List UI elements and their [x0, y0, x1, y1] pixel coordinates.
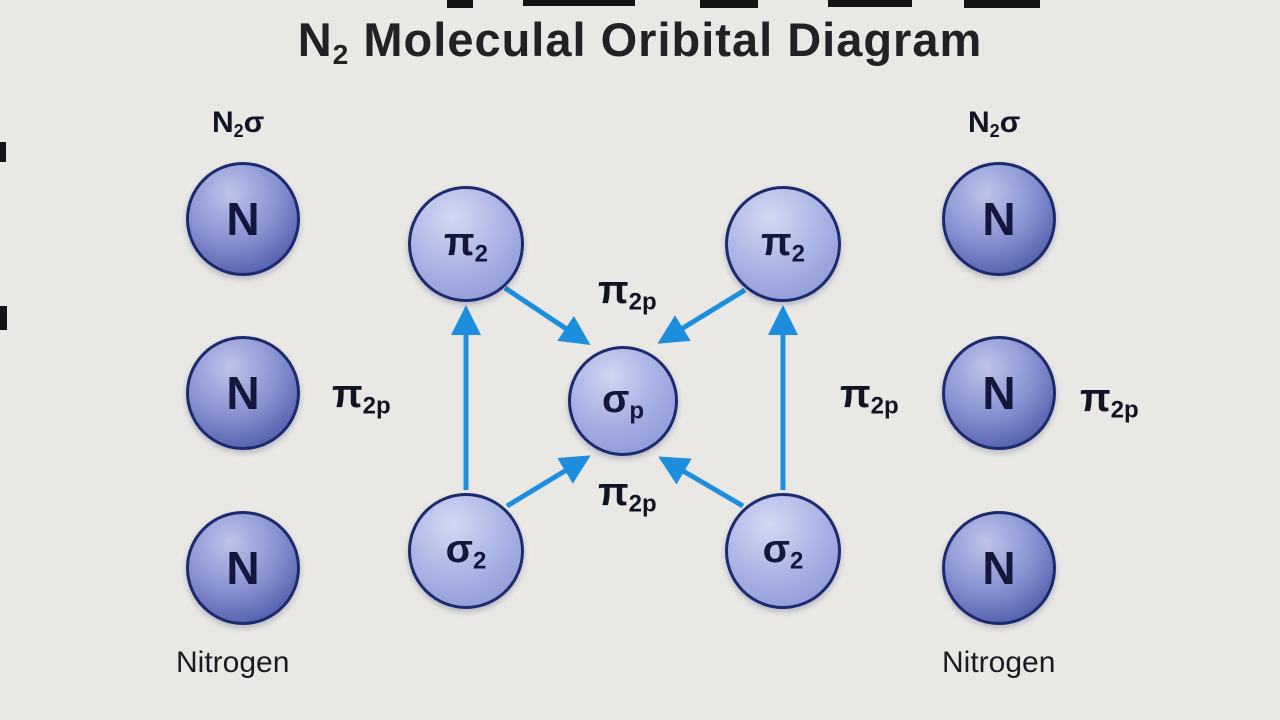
- label-tail: σ: [243, 106, 265, 139]
- atom-symbol: N: [982, 367, 1016, 419]
- label-tail: σ: [999, 106, 1021, 139]
- center-pi2p-top-label: π2p: [598, 268, 657, 317]
- right-orbital-label: N2σ: [968, 106, 1020, 142]
- label-base: N: [212, 106, 234, 139]
- label-subscript: 2p: [628, 288, 657, 316]
- label-base: π: [761, 219, 792, 264]
- left-pi2p-label: π2p: [332, 372, 391, 421]
- right-pi2p-label-inner: π2p: [840, 372, 899, 421]
- atom-circle-right-bottom: N: [942, 511, 1056, 625]
- label-base: σ: [762, 526, 790, 571]
- arrow-sigma-right-to-sigma: [658, 456, 745, 509]
- label-base: σ: [445, 526, 473, 571]
- title-base: N: [297, 13, 333, 66]
- atom-symbol: N: [226, 542, 260, 594]
- label-subscript: 2: [233, 121, 244, 142]
- label-base: π: [332, 372, 363, 416]
- mo-circle-sigma-center: σp: [568, 346, 678, 456]
- label-subscript: 2: [790, 547, 804, 575]
- arrow-sigma-left-to-sigma: [505, 455, 591, 509]
- atom-symbol: N: [982, 193, 1016, 245]
- atom-symbol: N: [982, 542, 1016, 594]
- label-subscript: 2: [989, 121, 1000, 142]
- arrow-pi-left-to-sigma: [503, 285, 591, 345]
- atom-circle-left-bottom: N: [186, 511, 300, 625]
- title-subscript: 2: [332, 37, 350, 70]
- label-base: π: [444, 219, 475, 264]
- atom-circle-right-top: N: [942, 162, 1056, 276]
- mo-symbol: π2: [444, 220, 488, 269]
- top-crop-artifact: [523, 0, 635, 6]
- label-base: π: [840, 372, 871, 416]
- mo-symbol: π2: [761, 220, 805, 269]
- label-base: π: [598, 470, 629, 514]
- mo-circle-pi-left: π2: [408, 186, 524, 302]
- mo-circle-sigma-right: σ2: [725, 493, 841, 609]
- mo-circle-pi-right: π2: [725, 186, 841, 302]
- mo-circle-sigma-left: σ2: [408, 493, 524, 609]
- label-subscript: p: [629, 397, 645, 425]
- label-subscript: 2: [473, 547, 487, 575]
- mo-symbol: σp: [602, 377, 644, 426]
- label-subscript: 2p: [1110, 396, 1139, 424]
- arrow-pi-right-to-sigma: [657, 287, 747, 344]
- right-caption: Nitrogen: [942, 646, 1056, 679]
- atom-symbol: N: [226, 193, 260, 245]
- atom-circle-left-middle: N: [186, 336, 300, 450]
- label-base: π: [1080, 376, 1111, 420]
- atom-circle-right-middle: N: [942, 336, 1056, 450]
- label-subscript: 2p: [362, 392, 391, 420]
- label-subscript: 2: [474, 240, 488, 268]
- mo-symbol: σ2: [446, 527, 487, 576]
- top-crop-artifact: [964, 0, 1040, 8]
- left-orbital-label: N2σ: [212, 106, 264, 142]
- center-pi2p-bottom-label: π2p: [598, 470, 657, 519]
- label-subscript: 2: [791, 240, 805, 268]
- right-pi2p-label-outer: π2p: [1080, 376, 1139, 425]
- atom-symbol: N: [226, 367, 260, 419]
- label-subscript: 2p: [870, 392, 899, 420]
- title-rest: Moleculal Oribital Diagram: [349, 13, 983, 66]
- label-base: σ: [601, 376, 630, 421]
- label-base: π: [598, 268, 629, 312]
- edge-artifact: [0, 306, 7, 330]
- left-caption: Nitrogen: [176, 646, 290, 679]
- page-title: N2 Moleculal Oribital Diagram: [0, 12, 1280, 71]
- top-crop-artifact: [828, 0, 912, 7]
- top-crop-artifact: [447, 0, 473, 8]
- mo-symbol: σ2: [763, 527, 804, 576]
- edge-artifact: [0, 142, 6, 162]
- label-subscript: 2p: [628, 490, 657, 518]
- atom-circle-left-top: N: [186, 162, 300, 276]
- label-base: N: [968, 106, 990, 139]
- top-crop-artifact: [700, 0, 758, 8]
